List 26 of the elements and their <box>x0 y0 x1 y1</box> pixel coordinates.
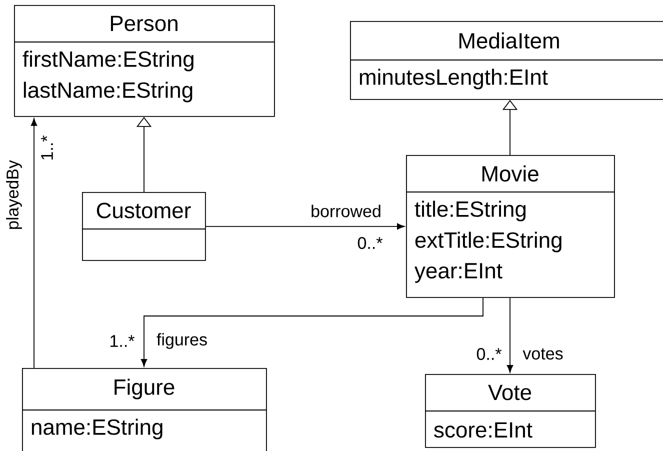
attribute-text: minutesLength:EInt <box>360 68 548 90</box>
attribute-text: year:EInt <box>414 263 502 283</box>
attribute-text: title:EString <box>414 200 526 222</box>
association-arrow <box>205 223 405 230</box>
multiplicity-label: 1..* <box>108 334 136 348</box>
attribute-text: name:EString <box>32 418 162 440</box>
multiplicity-label: 1..* <box>40 134 54 162</box>
class-name: Vote <box>488 384 532 400</box>
attribute-text: score:EInt <box>434 422 532 438</box>
association-arrow <box>506 297 514 373</box>
multiplicity-label: 0..* <box>356 236 384 250</box>
edge-label: playedBy <box>5 159 23 231</box>
association-arrow <box>140 297 484 367</box>
edge-label: votes <box>522 347 564 361</box>
class-name: Customer <box>96 202 191 218</box>
edge-label: figures <box>156 332 209 350</box>
multiplicity-label: 0..* <box>475 347 503 362</box>
edge-label: borrowed <box>310 204 382 218</box>
class-name: Person <box>110 16 178 32</box>
association-arrow <box>30 118 38 368</box>
class-name: MediaItem <box>459 32 559 49</box>
class-name: Figure <box>114 378 174 400</box>
class-name: Movie <box>482 165 538 182</box>
attribute-text: extTitle:EString <box>415 232 562 252</box>
attribute-text: firstName:EString <box>22 50 194 72</box>
attribute-text: lastName:EString <box>24 82 192 102</box>
